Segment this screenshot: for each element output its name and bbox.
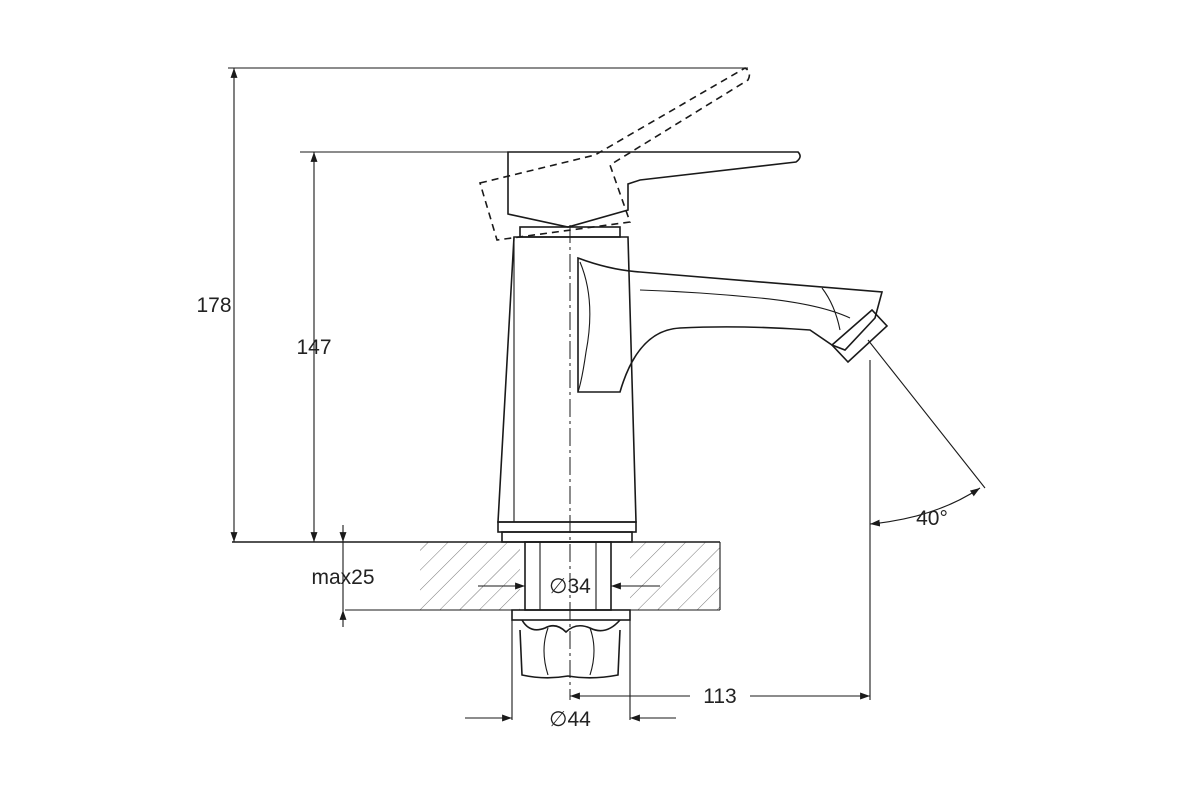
dimension-spout-reach: 113 <box>570 360 871 708</box>
dimension-label-178: 178 <box>196 294 231 317</box>
dimension-lever-height: 147 <box>296 151 508 542</box>
dimension-label-40deg: 40° <box>916 507 948 530</box>
dimension-aerator-angle: 40° <box>867 339 986 530</box>
dimension-body-diameter: ∅34 <box>478 575 660 598</box>
faucet-body <box>497 226 637 543</box>
dimension-total-height: 178 <box>196 67 748 542</box>
dimension-label-d34: ∅34 <box>549 575 591 598</box>
dimension-label-d44: ∅44 <box>549 708 591 731</box>
dimension-max-thickness: max25 <box>311 525 375 627</box>
mounting-nut <box>511 609 631 720</box>
dimension-label-147: 147 <box>296 336 331 359</box>
spout <box>577 256 889 393</box>
dimension-label-max25: max25 <box>311 566 374 589</box>
dimension-nut-diameter: ∅44 <box>465 708 676 731</box>
lever-handle <box>507 151 801 228</box>
countertop-section <box>232 541 721 611</box>
dimension-label-113: 113 <box>703 685 736 708</box>
